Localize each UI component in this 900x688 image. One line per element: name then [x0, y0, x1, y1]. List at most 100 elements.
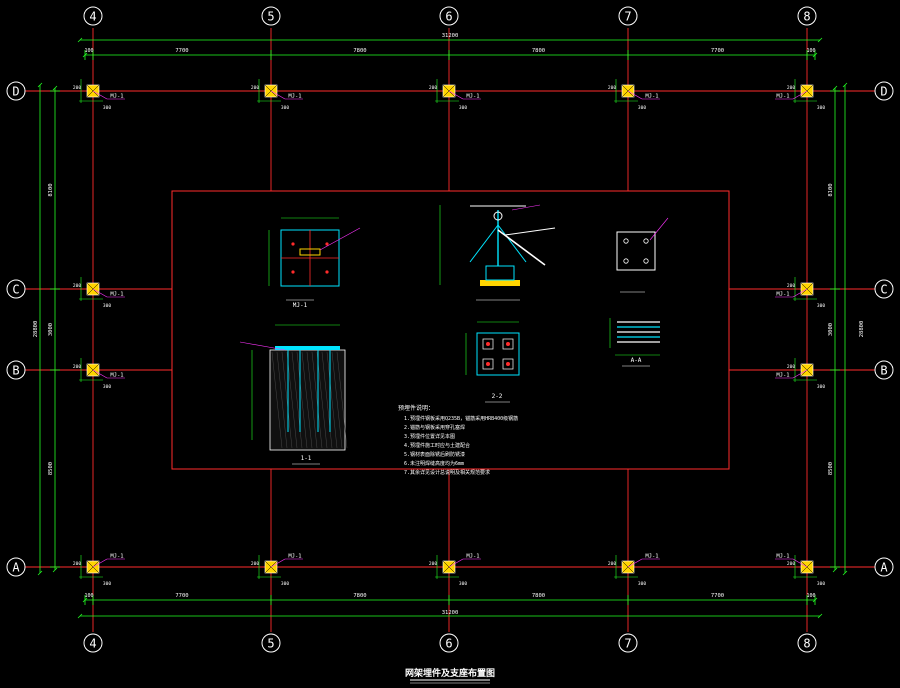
- dim-top-edge-right: 100: [806, 48, 815, 54]
- local-dim-text-a-D5: 200: [251, 85, 259, 91]
- axis-bubble-5-bottom: [261, 633, 281, 653]
- local-dim-text-a-A7: 200: [608, 561, 616, 567]
- axis-bubble-4-bottom: [83, 633, 103, 653]
- section-hatch-9: [316, 351, 328, 449]
- axis-label-6-top: 6: [445, 10, 452, 24]
- axis-bubble-B-right: [874, 360, 894, 380]
- section-plate: [275, 346, 340, 350]
- dim-top-bay-2: 7800: [532, 48, 545, 54]
- mark-leader-A4: [92, 558, 108, 568]
- plan-leader: [319, 227, 361, 251]
- dim-top-bay-0: 7700: [175, 48, 188, 54]
- mark-leader-B8: [792, 369, 808, 379]
- small-plate: [616, 231, 656, 271]
- small-plate-leader: [649, 217, 669, 241]
- note-line-6: 6.未注明焊缝高度均为6mm: [404, 460, 464, 467]
- mark-label-B4: MJ-1: [110, 373, 123, 379]
- small-plate-hole-3: [643, 258, 649, 264]
- section-hatch-12: [331, 351, 343, 449]
- axis-label-6-bottom: 6: [445, 637, 452, 651]
- section-hatch-11: [326, 351, 338, 449]
- detail-frame-rect: [171, 190, 730, 470]
- dim-top-total-text: 31200: [442, 33, 459, 39]
- plate22-cell-0: [482, 338, 494, 350]
- mark-leader-D5: [270, 90, 286, 100]
- local-dim-text-b-A6: 300: [459, 581, 467, 587]
- section-hatch-8: [311, 351, 323, 449]
- mark-leader-C8: [792, 288, 808, 298]
- dim-left-chain-tick-1: [52, 567, 58, 573]
- mark-leader-D8: [792, 90, 808, 100]
- dim-top-edge-left: 100: [84, 48, 93, 54]
- local-dim-text-b-A5: 300: [281, 581, 289, 587]
- local-dim-text-a-D4: 200: [73, 85, 81, 91]
- mark-label-C8: MJ-1: [776, 292, 789, 298]
- mark-leader-B4: [92, 369, 108, 379]
- drawing-title: 网架埋件及支座布置图: [405, 667, 495, 679]
- axis-label-B-left: B: [12, 364, 19, 378]
- plate22-cell-3: [502, 358, 514, 370]
- axis-label-A-right: A: [880, 561, 888, 575]
- local-dim-text-a-A8: 200: [787, 561, 795, 567]
- axis-bubble-4-top: [83, 6, 103, 26]
- mark-label-A6: MJ-1: [466, 554, 479, 560]
- axis-bubble-6-top: [439, 6, 459, 26]
- axis-label-7-top: 7: [624, 10, 631, 24]
- local-dim-text-a-A5: 200: [251, 561, 259, 567]
- local-dim-text-b-D4: 300: [103, 105, 111, 111]
- local-dim-text-b-D6: 300: [459, 105, 467, 111]
- support-member-2: [504, 227, 556, 236]
- local-dim-text-b-C8: 300: [817, 303, 825, 309]
- mark-label-A7: MJ-1: [645, 554, 658, 560]
- dim-bottom-edge-left: 100: [84, 593, 93, 599]
- local-dim-text-b-D5: 300: [281, 105, 289, 111]
- local-dim-text-b-A8: 300: [817, 581, 825, 587]
- section-leader: [239, 341, 286, 351]
- axis-bubble-D-left: [6, 81, 26, 101]
- support-rib-left: [469, 224, 499, 263]
- local-dim-text-a-B4: 200: [73, 364, 81, 370]
- dim-top-total-tick-1: [817, 37, 823, 43]
- note-line-2: 2.锚筋与钢板采用穿孔塞焊: [404, 424, 465, 431]
- support-block: [485, 265, 515, 281]
- note-line-4: 4.预埋件施工时应与土建配合: [404, 442, 470, 449]
- mark-label-A4: MJ-1: [110, 554, 123, 560]
- section-hatch-2: [281, 351, 293, 449]
- support-member: [497, 229, 546, 266]
- dim-bottom-bay-1: 7800: [353, 593, 366, 599]
- dim-left-bay-1: 3000: [48, 323, 54, 336]
- plate22-bolt-2: [486, 362, 490, 366]
- local-dim-text-a-D6: 200: [429, 85, 437, 91]
- plate22-cell-2: [482, 358, 494, 370]
- dim-left-bay-2: 8500: [48, 462, 54, 475]
- detail-label-plan: MJ-1: [293, 302, 308, 309]
- plate22-bolt-1: [506, 342, 510, 346]
- axis-bubble-A-right: [874, 557, 894, 577]
- detail-drawings: [239, 204, 669, 465]
- local-dim-text-b-C4: 300: [103, 303, 111, 309]
- mark-leader-D4: [92, 90, 108, 100]
- mark-label-C4: MJ-1: [110, 292, 123, 298]
- section-hatch-3: [286, 351, 298, 449]
- mark-label-D4: MJ-1: [110, 94, 123, 100]
- axis-label-4-top: 4: [89, 10, 96, 24]
- plan-seat: [299, 248, 321, 256]
- axis-label-B-right: B: [880, 364, 887, 378]
- dim-bottom-total-text: 31200: [442, 610, 459, 616]
- local-dim-text-b-A7: 300: [638, 581, 646, 587]
- section-hatch-13: [336, 351, 348, 449]
- dim-right-chain-tick-1: [832, 567, 838, 573]
- mark-label-D7: MJ-1: [645, 94, 658, 100]
- dim-top-bay-3: 7700: [711, 48, 724, 54]
- axis-bubble-A-left: [6, 557, 26, 577]
- axis-bubble-8-top: [797, 6, 817, 26]
- note-line-5: 5.钢材表面除锈后刷防锈漆: [404, 451, 465, 458]
- plan-anchor-2: [291, 270, 295, 274]
- dim-right-total-tick-1: [842, 570, 848, 576]
- dim-top-bay-1: 7800: [353, 48, 366, 54]
- axis-bubble-D-right: [874, 81, 894, 101]
- dim-left-bay-0: 8100: [48, 183, 54, 196]
- note-line-3: 3.预埋件位置详见本图: [404, 433, 455, 440]
- column-markers: 200300MJ-1200300MJ-1200300MJ-1200300MJ-1…: [73, 79, 825, 587]
